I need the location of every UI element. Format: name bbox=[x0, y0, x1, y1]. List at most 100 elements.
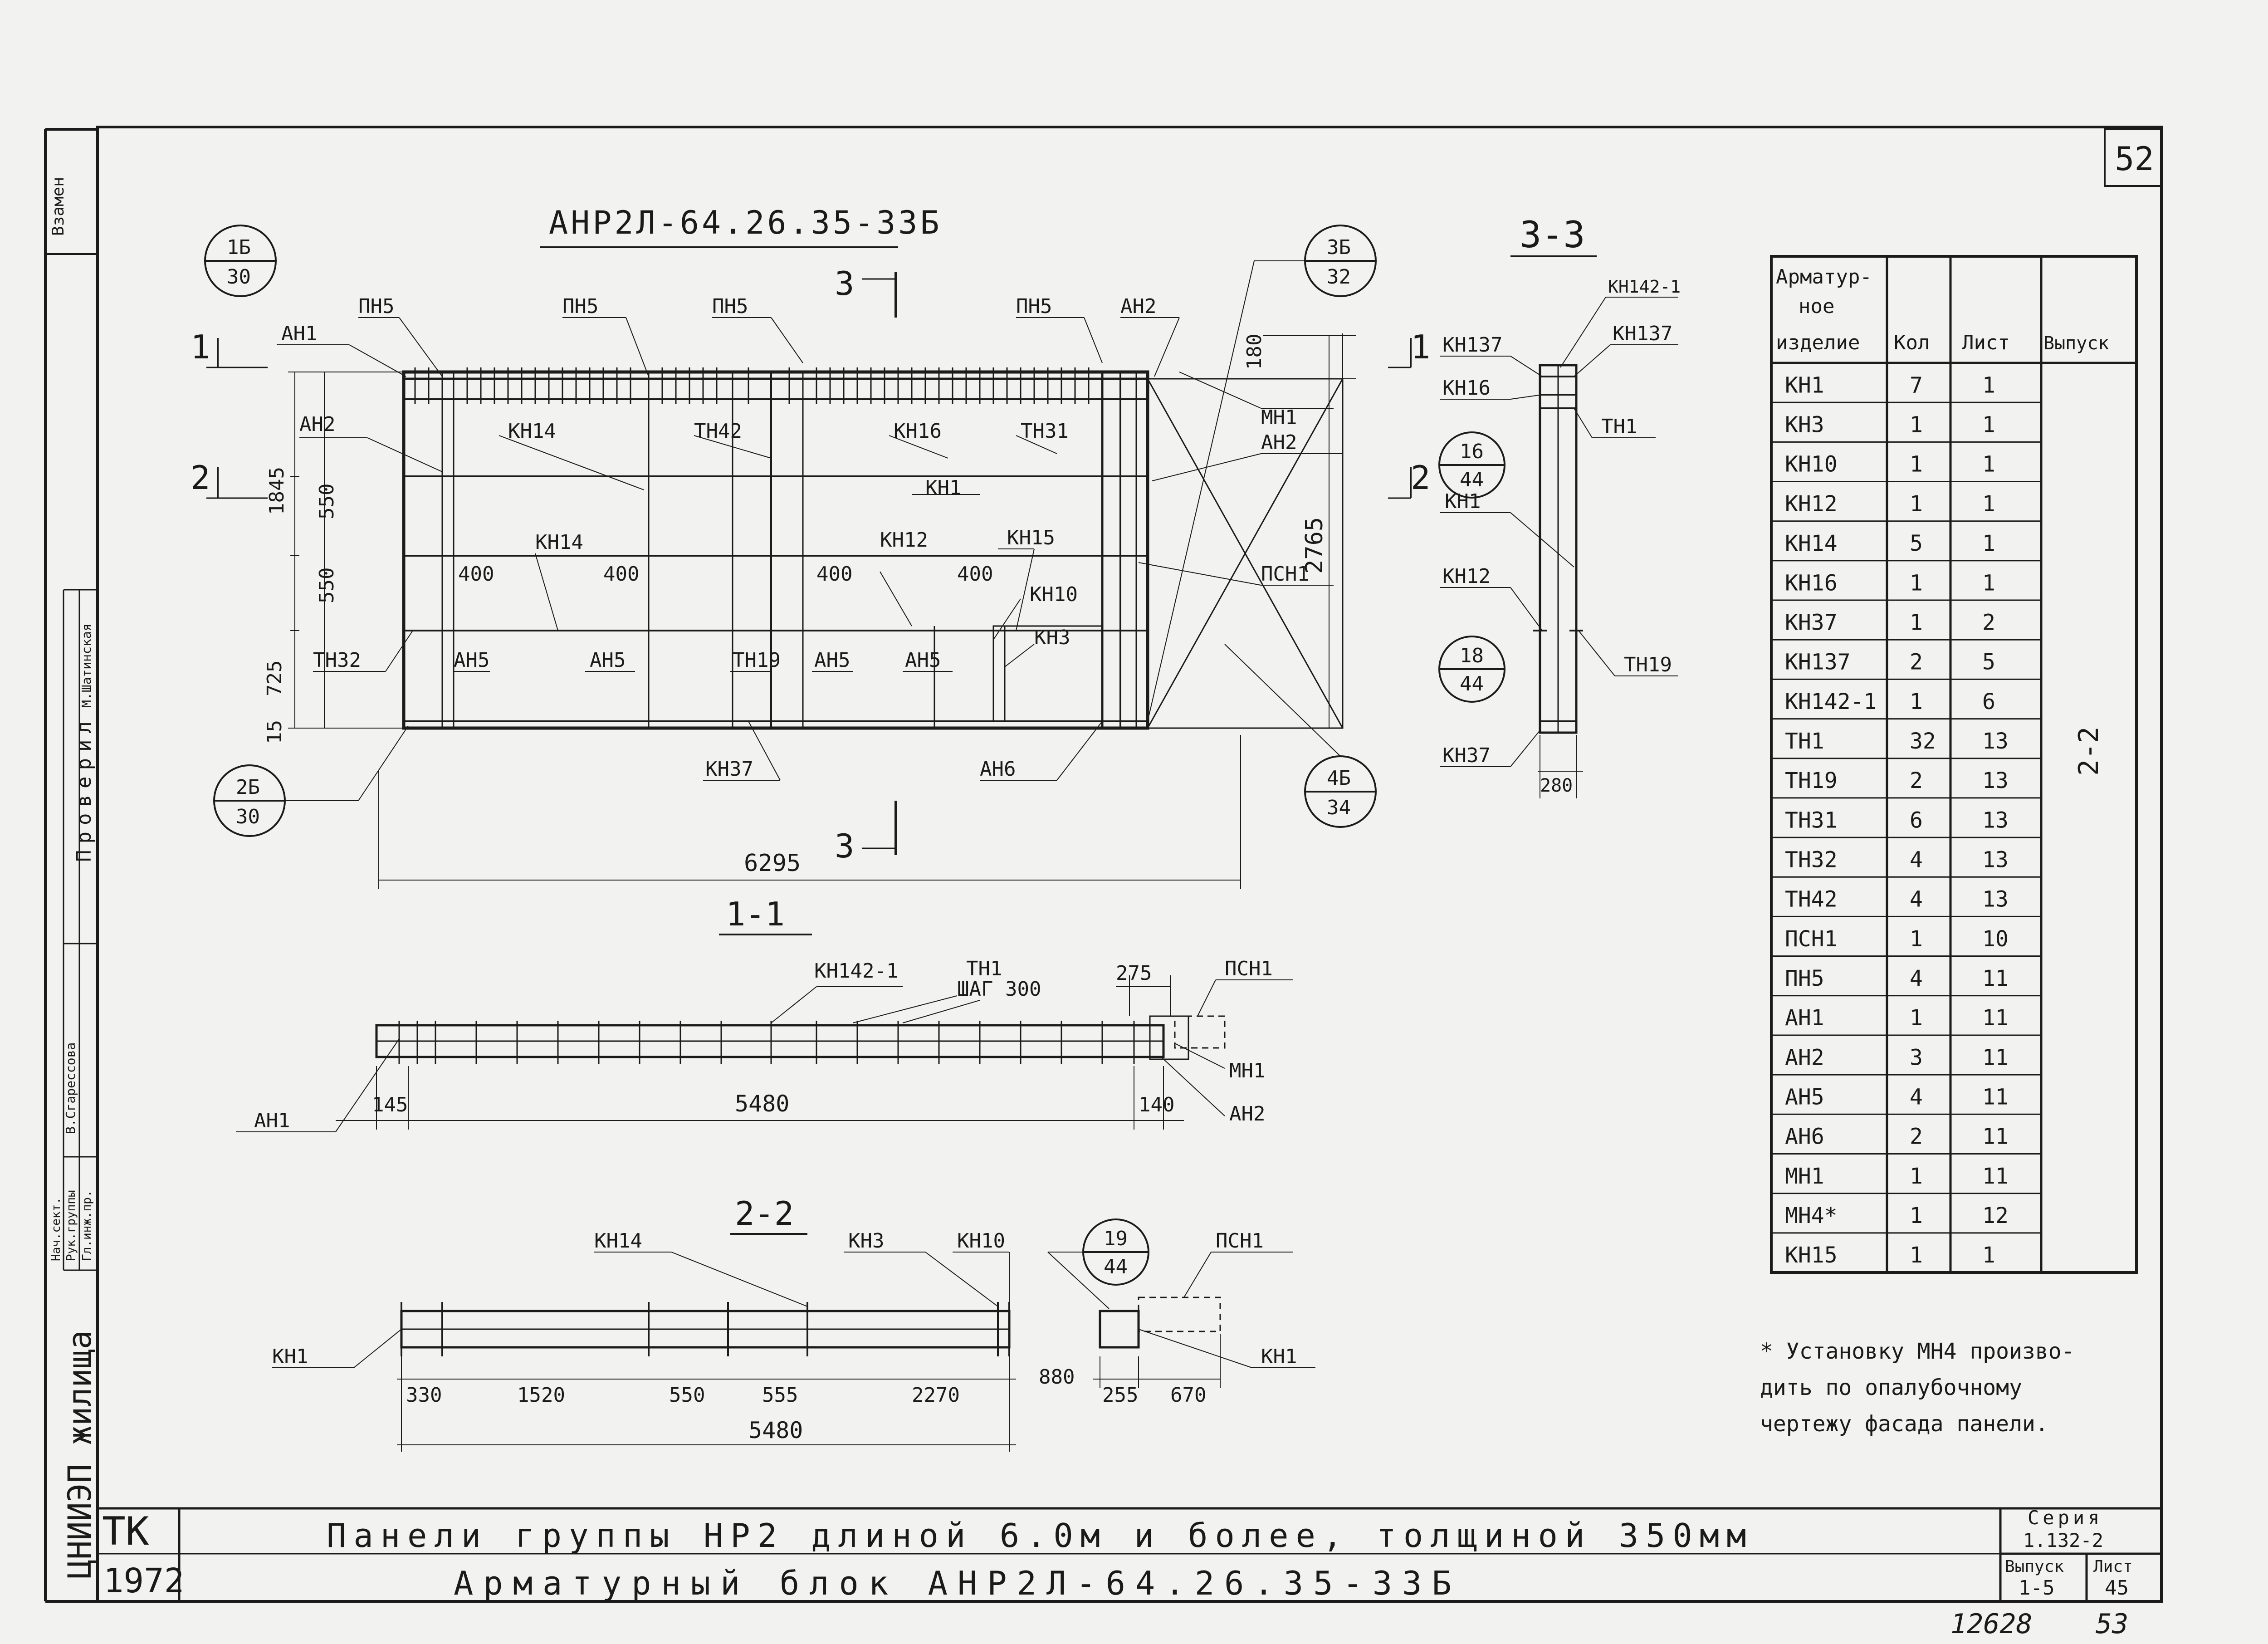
spec-cell-item: АН6 bbox=[1785, 1124, 1824, 1150]
spec-cell-item: ПН5 bbox=[1785, 966, 1824, 991]
side-stamp-name2: В.Сгарессова bbox=[63, 1042, 78, 1134]
spec-cell-item: КН142-1 bbox=[1785, 689, 1877, 714]
side-stamp-org: ЦНИИЭП жилища bbox=[61, 1330, 98, 1579]
s22-label-kn1-a: КН1 bbox=[272, 1345, 308, 1368]
title-block-line2: Арматурный блок АНР2Л-64.26.35-33Б bbox=[454, 1564, 1461, 1602]
label-ah2-left: АН2 bbox=[299, 413, 335, 436]
s33-label-kn16: КН16 bbox=[1442, 377, 1491, 400]
label-kn12: КН12 bbox=[880, 528, 928, 552]
list-value: 45 bbox=[2105, 1576, 2129, 1600]
section-mark-1: 1 bbox=[191, 328, 210, 366]
spec-cell-sheet: 1 bbox=[1982, 570, 1995, 596]
title-block bbox=[98, 1507, 2161, 1601]
section-mark-2-right: 2 bbox=[1411, 459, 1430, 497]
dim-725: 725 bbox=[263, 661, 286, 696]
s11-dim-140: 140 bbox=[1139, 1093, 1174, 1116]
label-kn16: КН16 bbox=[894, 420, 942, 443]
spec-row-lines bbox=[1771, 401, 2041, 1234]
spec-cell-sheet: 1 bbox=[1982, 531, 1995, 556]
label-ah5-d: АН5 bbox=[905, 649, 941, 672]
section-mark-2: 2 bbox=[191, 459, 210, 497]
spec-header-kol: Кол bbox=[1894, 331, 1930, 354]
callout-4-top: 4Б bbox=[1327, 767, 1351, 790]
spec-cell-qty: 1 bbox=[1910, 926, 1923, 952]
spec-cell-item: КН16 bbox=[1785, 570, 1838, 596]
label-th31: ТН31 bbox=[1021, 420, 1069, 443]
spec-cell-sheet: 1 bbox=[1982, 452, 1995, 477]
spec-cell-item: КН37 bbox=[1785, 610, 1838, 635]
spec-cell-item: КН3 bbox=[1785, 412, 1824, 438]
spec-cell-qty: 1 bbox=[1910, 1005, 1923, 1031]
s22-label-kn10: КН10 bbox=[957, 1229, 1005, 1253]
dim-400-b: 400 bbox=[603, 563, 639, 586]
label-kn14-a: КН14 bbox=[508, 420, 556, 443]
s33-label-th1: ТН1 bbox=[1601, 415, 1637, 438]
spec-cell-item: КН12 bbox=[1785, 491, 1838, 517]
s22-dim-1520: 1520 bbox=[517, 1384, 565, 1407]
label-ah1: АН1 bbox=[281, 322, 317, 345]
s11-dim-5480: 5480 bbox=[735, 1091, 789, 1117]
s22-dim-2270: 2270 bbox=[912, 1384, 960, 1407]
list-label: Лист bbox=[2093, 1557, 2133, 1576]
s33-label-kn12: КН12 bbox=[1442, 565, 1491, 588]
callout-2-top: 2Б bbox=[236, 776, 260, 799]
callout-3-bottom: 32 bbox=[1327, 265, 1351, 289]
main-elevation-labels: АН1 ПН5 ПН5 ПН5 ПН5 АН2 АН2 КН14 ТН42 КН… bbox=[281, 295, 1309, 781]
spec-cell-item: КН15 bbox=[1785, 1243, 1838, 1268]
label-pn5-c: ПН5 bbox=[712, 295, 748, 318]
spec-cell-item: ПСН1 bbox=[1785, 926, 1838, 952]
label-pn5-d: ПН5 bbox=[1016, 295, 1052, 318]
main-elevation bbox=[206, 260, 1412, 889]
drawing-title: АНР2Л-64.26.35-33Б bbox=[549, 204, 942, 241]
spec-cell-item: АН1 bbox=[1785, 1005, 1824, 1031]
spec-cell-qty: 2 bbox=[1910, 1124, 1923, 1150]
spec-cell-qty: 3 bbox=[1910, 1045, 1923, 1070]
spec-cell-sheet: 11 bbox=[1982, 966, 2009, 991]
s22-dim-550: 550 bbox=[669, 1384, 705, 1407]
side-stamp-name1: М.Шатинская bbox=[79, 624, 94, 708]
spec-cell-item: КН10 bbox=[1785, 452, 1838, 477]
side-stamp-vzamen: Взамен bbox=[49, 177, 68, 236]
s22-dim-5480: 5480 bbox=[748, 1417, 803, 1443]
callout-6-top: 18 bbox=[1460, 644, 1484, 667]
section-2-2 bbox=[272, 1233, 1315, 1452]
label-kn1: КН1 bbox=[925, 476, 961, 499]
spec-cell-qty: 1 bbox=[1910, 1243, 1923, 1268]
callout-5-bottom: 44 bbox=[1460, 468, 1484, 491]
spec-cell-qty: 1 bbox=[1910, 412, 1923, 438]
seria-value: 1.132-2 bbox=[2023, 1529, 2103, 1551]
spec-cell-item: КН14 bbox=[1785, 531, 1838, 556]
spec-cell-sheet: 11 bbox=[1982, 1164, 2009, 1189]
s22-label-pch1: ПСН1 bbox=[1216, 1229, 1264, 1253]
spec-cell-sheet: 10 bbox=[1982, 926, 2009, 952]
callout-5-top: 16 bbox=[1460, 440, 1484, 463]
note-line-1: * Установку МН4 произво- bbox=[1760, 1339, 2075, 1364]
spec-cell-qty: 4 bbox=[1910, 887, 1923, 912]
s22-dim-670: 670 bbox=[1170, 1384, 1206, 1407]
spec-cell-item: МН4* bbox=[1785, 1203, 1838, 1228]
s11-label-pch1: ПСН1 bbox=[1225, 957, 1273, 980]
s22-label-kn14: КН14 bbox=[594, 1229, 642, 1253]
spec-vypusk-value: 2-2 bbox=[2073, 727, 2105, 776]
s22-dim-255: 255 bbox=[1102, 1384, 1138, 1407]
label-ah2-right: АН2 bbox=[1261, 431, 1297, 454]
spec-cell-sheet: 11 bbox=[1982, 1045, 2009, 1070]
s11-label-kn142: КН142-1 bbox=[814, 959, 898, 983]
main-elevation-dims: 1845 550 550 725 15 400 400 400 400 180 … bbox=[191, 264, 1430, 877]
spec-header-item-3: изделие bbox=[1776, 331, 1860, 354]
s11-dim-275: 275 bbox=[1116, 962, 1152, 985]
callout-7-top: 19 bbox=[1104, 1227, 1128, 1250]
spec-cell-sheet: 11 bbox=[1982, 1124, 2009, 1150]
dim-400-d: 400 bbox=[957, 563, 993, 586]
dim-180: 180 bbox=[1243, 334, 1266, 370]
spec-cell-sheet: 1 bbox=[1982, 372, 1995, 398]
spec-cell-sheet: 13 bbox=[1982, 807, 2009, 833]
spec-cell-sheet: 11 bbox=[1982, 1085, 2009, 1110]
s11-label-mh1: МН1 bbox=[1229, 1059, 1265, 1082]
spec-cell-qty: 1 bbox=[1910, 1203, 1923, 1228]
label-kn3: КН3 bbox=[1034, 626, 1070, 649]
dim-400-c: 400 bbox=[816, 563, 852, 586]
label-kn10: КН10 bbox=[1030, 583, 1078, 606]
spec-cell-qty: 4 bbox=[1910, 1085, 1923, 1110]
